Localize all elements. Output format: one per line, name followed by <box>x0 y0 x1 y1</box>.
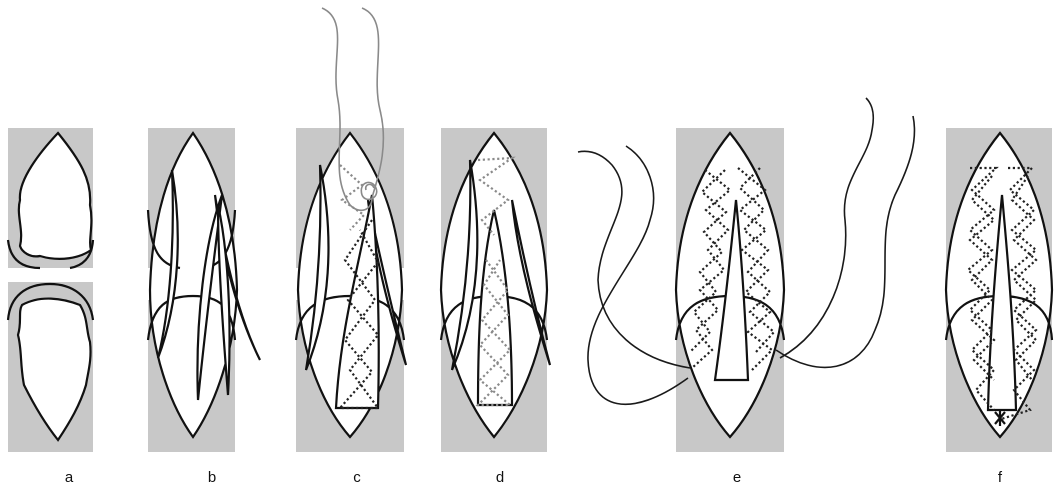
panel-label-c: c <box>353 469 361 486</box>
panel-c <box>296 8 406 452</box>
panel-label-a: a <box>65 469 74 486</box>
suture-right-outer <box>780 98 873 358</box>
panel-label-e: e <box>733 469 741 486</box>
suture-left-outer <box>578 151 690 368</box>
panel-e <box>578 98 914 452</box>
panel-label-b: b <box>208 469 216 486</box>
panel-label-d: d <box>496 469 504 486</box>
panel-d <box>441 128 550 452</box>
panel-a <box>8 128 93 452</box>
suture-left-inner <box>588 146 688 404</box>
panel-f <box>946 128 1052 452</box>
panel-b <box>148 128 260 452</box>
panel-label-f: f <box>998 469 1003 486</box>
